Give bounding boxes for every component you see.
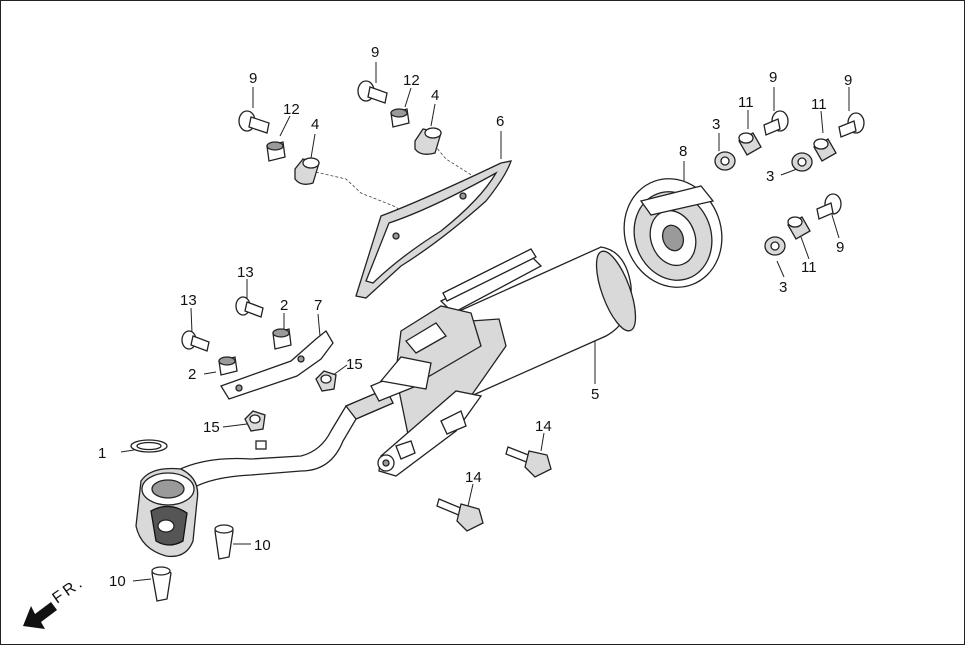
- collar-2b: [272, 328, 292, 350]
- bolt-9b: [357, 80, 388, 104]
- grommet-4a: [294, 157, 320, 185]
- collar-11a: [738, 132, 762, 156]
- gasket: [130, 439, 168, 453]
- heat-shield: [355, 160, 512, 299]
- callout-9: 9: [844, 72, 852, 89]
- callout-15: 15: [203, 419, 220, 436]
- callout-4: 4: [431, 87, 439, 104]
- clip-10a: [214, 524, 234, 560]
- callout-labels: 1 2 2 3 3 3 4 4 5 6 7 8 9 9 9 9 9 10 10 …: [98, 44, 852, 590]
- front-direction-label: FR.: [50, 573, 88, 607]
- muffler-end-cap: [623, 178, 723, 288]
- nut-15b: [244, 410, 266, 432]
- callout-10: 10: [109, 573, 126, 590]
- grommet-4b: [414, 127, 442, 155]
- damper-3b: [791, 152, 813, 172]
- bolt-9e: [816, 193, 842, 220]
- bolt-14a: [505, 446, 552, 478]
- callout-9: 9: [371, 44, 379, 61]
- bolt-9d: [838, 112, 865, 138]
- bolt-9a: [238, 110, 270, 134]
- callout-4: 4: [311, 116, 319, 133]
- callout-3: 3: [766, 168, 774, 185]
- callout-6: 6: [496, 113, 504, 130]
- collar-11c: [787, 216, 811, 240]
- callout-14: 14: [465, 469, 482, 486]
- callout-12: 12: [283, 101, 300, 118]
- bolt-9c: [763, 110, 789, 136]
- exhaust-pipe: [174, 356, 432, 490]
- callout-3: 3: [712, 116, 720, 133]
- callout-12: 12: [403, 72, 420, 89]
- callout-1: 1: [98, 445, 106, 462]
- callout-11: 11: [811, 96, 827, 113]
- callout-3: 3: [779, 279, 787, 296]
- callout-2: 2: [188, 366, 196, 383]
- exhaust-flange: [135, 467, 199, 558]
- bolt-13b: [235, 296, 264, 318]
- callout-11: 11: [801, 259, 817, 276]
- callout-9: 9: [769, 69, 777, 86]
- callout-11: 11: [738, 94, 754, 111]
- callout-13: 13: [237, 264, 254, 281]
- front-direction-indicator: FR.: [23, 573, 88, 629]
- damper-3c: [764, 236, 786, 256]
- callout-7: 7: [314, 297, 322, 314]
- callout-2: 2: [280, 297, 288, 314]
- collar-2a: [218, 356, 238, 376]
- callout-15: 15: [346, 356, 363, 373]
- callout-5: 5: [591, 386, 599, 403]
- callout-14: 14: [535, 418, 552, 435]
- clip-10b: [151, 566, 172, 602]
- callout-10: 10: [254, 537, 271, 554]
- nut-15a: [315, 370, 337, 392]
- callout-8: 8: [679, 143, 687, 160]
- spacer-12b: [390, 108, 410, 128]
- callout-9: 9: [836, 239, 844, 256]
- front-arrow-icon: [23, 602, 57, 629]
- collar-11b: [813, 138, 837, 162]
- bolt-13a: [181, 330, 210, 352]
- bolt-14b: [436, 498, 484, 532]
- callout-9: 9: [249, 70, 257, 87]
- bracket: [220, 330, 334, 400]
- damper-3a: [714, 151, 736, 171]
- callout-13: 13: [180, 292, 197, 309]
- spacer-12a: [266, 141, 286, 162]
